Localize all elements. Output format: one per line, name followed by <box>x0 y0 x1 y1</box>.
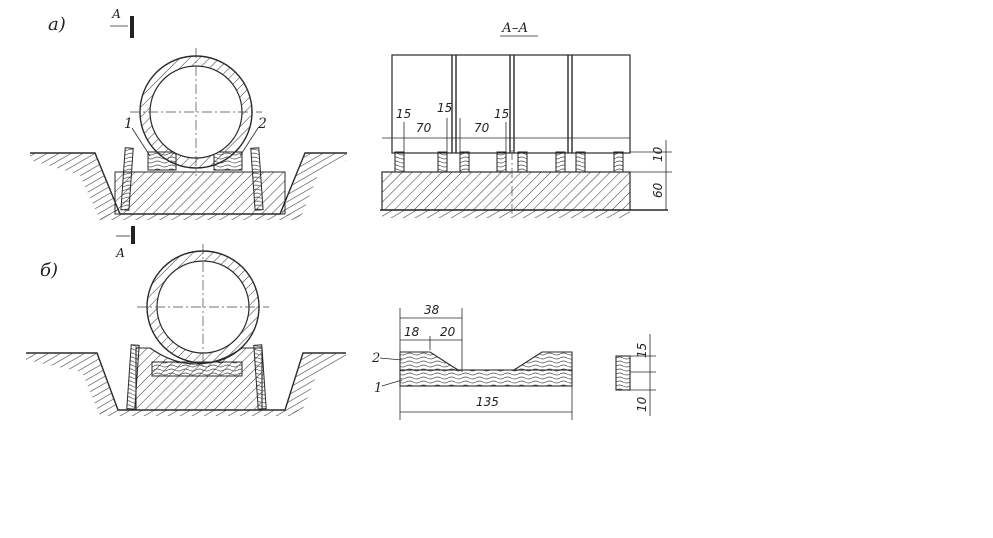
pad-detail: 38 18 20 2 1 135 15 10 <box>371 303 656 420</box>
variant-a-label: а) <box>48 14 66 35</box>
dim-135: 135 <box>476 395 499 409</box>
leader-2 <box>239 127 259 157</box>
part-label-2: 2 <box>257 116 267 132</box>
section-mark-top: А <box>111 7 121 21</box>
dim-15-a: 15 <box>396 107 411 121</box>
dim-15-end: 15 <box>635 343 649 358</box>
saddle-beam <box>151 361 243 377</box>
stake-left-b <box>126 344 140 410</box>
section-cut-top <box>130 16 134 38</box>
dim-70-a: 70 <box>416 121 432 135</box>
dim-15-b: 15 <box>437 101 452 115</box>
part-label-1b: 1 <box>374 381 382 396</box>
dim-70-b: 70 <box>474 121 490 135</box>
wedge-right <box>512 351 573 371</box>
leader-2b <box>379 357 403 361</box>
section-mark-bottom: А <box>115 246 125 260</box>
stake-right-b <box>253 344 267 410</box>
dim-10: 10 <box>651 146 665 162</box>
soil-right-b <box>285 353 346 416</box>
variant-a-cross-section: а) А 1 2 А <box>30 7 347 260</box>
leader-1 <box>131 127 151 157</box>
section-cut-bottom <box>131 226 135 244</box>
section-title: А–А <box>501 21 528 36</box>
soil-left-b <box>26 353 118 416</box>
dim-60: 60 <box>651 182 665 198</box>
leader-1b <box>381 379 403 387</box>
soil-bottom <box>100 214 300 220</box>
stake-right <box>250 147 264 211</box>
soil-bottom-b <box>100 410 300 416</box>
pipe-longitudinal <box>391 54 631 154</box>
section-soil <box>382 210 630 218</box>
variant-b-label: б) <box>40 260 58 281</box>
dim-15-c: 15 <box>494 107 509 121</box>
section-a-a: А–А 15 70 15 70 15 <box>380 21 672 218</box>
pad-end-view <box>615 355 631 391</box>
soil-left <box>30 153 120 220</box>
dim-20: 20 <box>440 325 456 339</box>
part-label-1: 1 <box>124 116 133 132</box>
pad-board <box>399 369 573 387</box>
dim-38: 38 <box>424 303 440 317</box>
soil-right <box>280 153 347 220</box>
variant-b-cross-section: б) <box>26 244 346 416</box>
dim-10-end: 10 <box>635 396 649 412</box>
stake-left <box>120 147 134 211</box>
wedge-left <box>399 351 460 371</box>
pads-row <box>394 151 624 173</box>
section-base <box>381 171 631 211</box>
part-label-2b: 2 <box>371 351 380 366</box>
dim-18: 18 <box>404 325 420 339</box>
